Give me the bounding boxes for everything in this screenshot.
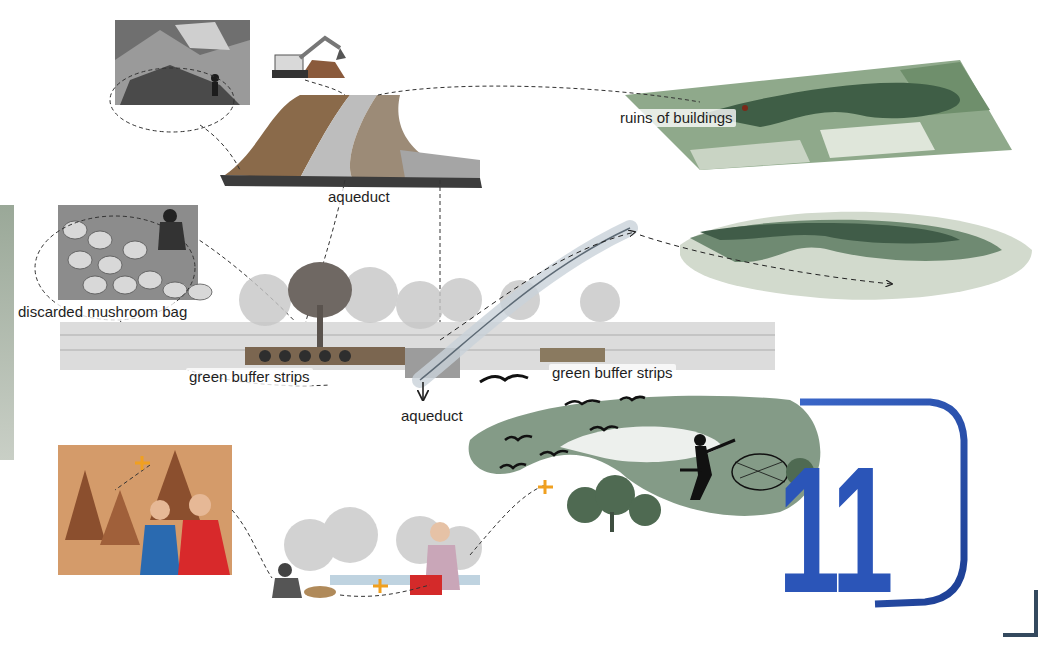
part-label: green buffer strips [549, 364, 676, 382]
aqueduct-section [220, 95, 482, 188]
dashed-leader [115, 465, 545, 596]
tourists-photo [58, 445, 232, 575]
bird [480, 375, 528, 382]
part-label: discarded mushroom bag [15, 303, 190, 321]
part-label: aqueduct [325, 188, 393, 206]
wetland-blob [469, 396, 821, 532]
part-label: aqueduct [398, 407, 466, 425]
dashed-arrow [440, 232, 635, 340]
excavator-photo [272, 38, 346, 78]
dashed-arrow [640, 235, 892, 284]
corner-bracket [1003, 590, 1036, 635]
villagers-photo [272, 507, 482, 598]
part-label: green buffer strips [186, 368, 313, 386]
green-crescent [680, 212, 1032, 300]
edge-photo [0, 205, 14, 460]
map-label: ruins of buildings [617, 109, 736, 127]
logo-number: 11 [778, 440, 891, 620]
plus-sign [135, 456, 553, 593]
ruins-photo [110, 20, 250, 132]
